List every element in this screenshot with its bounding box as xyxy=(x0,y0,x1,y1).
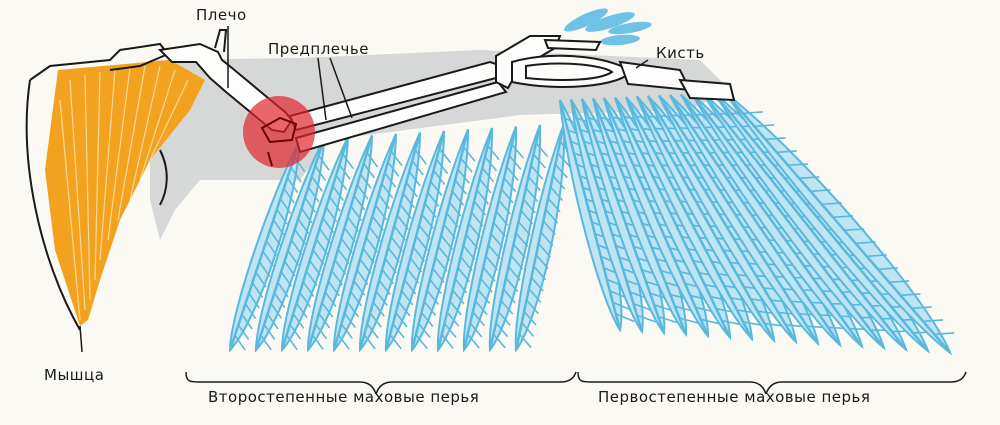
elbow-highlight xyxy=(243,96,315,168)
secondary-feather xyxy=(358,132,427,353)
label-pointers xyxy=(79,26,649,353)
label-shoulder: Плечо xyxy=(196,6,247,24)
secondary-feathers xyxy=(228,123,573,353)
label-hand: Кисть xyxy=(656,44,705,62)
secondary-feather xyxy=(228,139,306,353)
secondary-feather xyxy=(306,135,379,353)
secondary-feather xyxy=(462,126,525,353)
muscle xyxy=(45,60,205,326)
secondary-feather xyxy=(280,136,354,353)
secondary-feather xyxy=(436,127,500,353)
label-muscle: Мышца xyxy=(44,366,105,384)
secondary-feather xyxy=(254,138,330,353)
hand-bones xyxy=(495,35,736,102)
alula-feathers xyxy=(564,8,652,46)
label-forearm: Предплечье xyxy=(268,40,369,58)
secondary-feather xyxy=(488,124,549,353)
secondary-feather xyxy=(384,130,452,353)
primary-feather xyxy=(691,93,891,351)
secondary-feather xyxy=(410,129,476,353)
secondary-feather xyxy=(332,133,403,353)
skeleton-shadow xyxy=(150,50,730,240)
primary-feathers xyxy=(558,91,955,356)
secondary-feather xyxy=(514,123,573,353)
primary-feather xyxy=(724,91,955,356)
primary-feather xyxy=(635,95,785,344)
feather-brackets xyxy=(185,371,967,395)
label-primary-feathers: Первостепенные маховые перья xyxy=(598,388,871,406)
shoulder-girdle xyxy=(25,42,170,331)
label-secondary-feathers: Второстепенные маховые перья xyxy=(208,388,480,406)
